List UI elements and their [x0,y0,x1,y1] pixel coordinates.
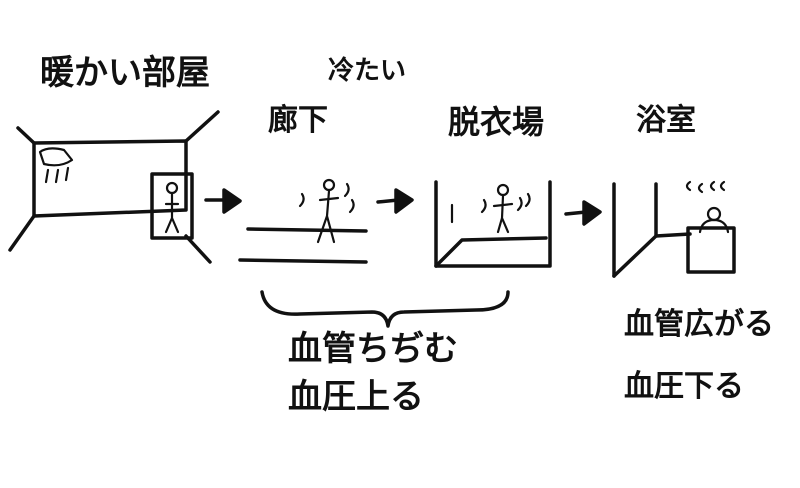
cold-person-head-icon [322,178,336,192]
door-frame [150,172,194,240]
arrow-2-head [394,188,414,214]
person-body-icon [164,192,180,234]
arrow-3-head [582,200,602,226]
changing-room-floor [434,236,548,268]
title-bathroom: 浴室 [636,103,696,138]
heater-icon [38,147,74,167]
person-head-icon [165,181,179,195]
arrow-1 [204,188,242,214]
title-changing-room: 脱衣場 [448,103,545,141]
arrow-3 [564,200,602,226]
bathroom-sketch [612,180,736,278]
note-bath-line2: 血圧下る [624,369,744,404]
warm-room-edge-tr [184,110,220,143]
arrow-2 [376,188,414,214]
title-cold: 冷たい [328,56,407,86]
changing-person-head-icon [496,183,510,197]
shiver-marks-icon [298,182,355,214]
corridor-line-upper [246,227,368,233]
warm-room-edge-br [184,234,212,264]
arrow-1-head [222,188,242,214]
note-bath-line1: 血管広がる [624,307,774,342]
note-cold-line1: 血管ちぢむ [288,329,458,369]
changing-room-walls [434,180,552,268]
note-cold-line2: 血圧上る [288,377,424,417]
bather-head-icon [706,206,722,222]
cold-person-body-icon [316,189,340,244]
changing-room-sketch [434,180,552,268]
corridor-sketch [238,178,368,264]
warm-room-sketch [8,110,220,264]
warm-room-edge-bl [8,214,36,252]
bathroom-floor [612,232,692,278]
title-warm-room: 暖かい部屋 [40,53,210,93]
group-brace [260,290,510,328]
warm-room-edge-tl [16,126,36,145]
steam-icon [685,180,726,194]
bather-body-icon [698,218,730,234]
title-corridor: 廊下 [268,103,328,138]
changing-shiver-icon [480,192,531,214]
corridor-line-lower [238,258,368,264]
warm-room-back-wall [32,139,188,218]
changing-person-body-icon [492,194,514,234]
bathtub [686,226,736,274]
heat-waves-icon [44,166,70,184]
